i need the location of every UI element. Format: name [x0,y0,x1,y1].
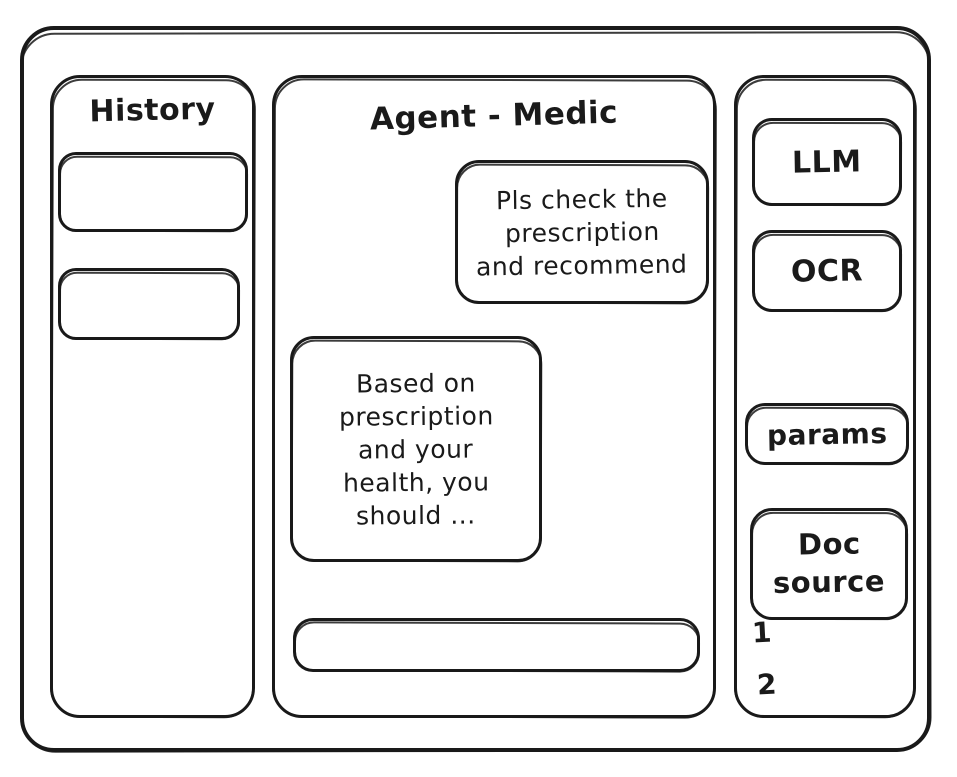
message-line: should ... [356,499,476,531]
doc-source-label-line2: source [772,564,886,600]
tool-button-llm[interactable]: LLM [752,118,902,206]
message-line: Based on [355,367,477,399]
message-line: prescription [338,400,494,432]
doc-source-box[interactable]: Doc source [750,508,908,620]
message-input[interactable] [293,618,700,672]
history-item[interactable] [58,268,240,340]
message-line: prescription [504,216,660,248]
tool-button-label: params [766,416,888,452]
message-line: and recommend [476,249,688,281]
doc-source-item[interactable]: 1 [751,615,773,650]
agent-message-bubble: Based on prescription and your health, y… [290,336,542,562]
message-line: Pls check the [495,183,669,215]
tool-button-ocr[interactable]: OCR [752,230,902,312]
message-line: health, you [342,466,490,498]
history-item[interactable] [58,152,248,232]
tool-button-label: LLM [791,143,863,181]
message-line: and your [358,433,474,465]
tool-button-params[interactable]: params [745,403,909,465]
user-message-bubble: Pls check the prescription and recommend [455,160,709,304]
doc-source-item[interactable]: 2 [756,667,778,702]
history-panel-title: History [89,91,216,130]
tool-button-label: OCR [790,252,864,290]
doc-source-label-line1: Doc [797,526,861,562]
